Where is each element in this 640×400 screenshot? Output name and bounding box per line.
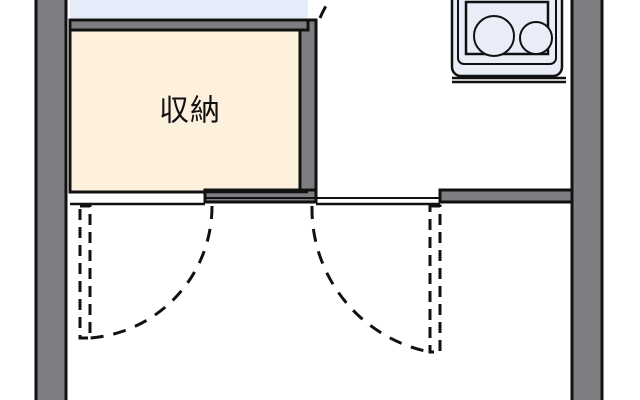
partition-wall-mid-right: [438, 188, 574, 204]
room-main-room: [70, 204, 568, 400]
doors-group: [78, 0, 442, 354]
two-burner-gas-stove: [450, 0, 564, 78]
exterior-wall-right: [570, 0, 604, 400]
room-wet-area: [70, 0, 308, 18]
door-entry-right-swing-arc: [310, 205, 431, 354]
fixtures-group: [450, 0, 564, 78]
stove-burner-1: [473, 15, 515, 57]
door-entry-left-leaf: [78, 204, 92, 340]
door-entry-right-leaf: [428, 204, 442, 354]
hinged-door-left: [78, 204, 214, 340]
hinged-door-kitchen: [318, 0, 332, 19]
room-closet: [68, 26, 310, 194]
door-entry-left-swing-arc: [89, 205, 214, 340]
door-kitchen-top-swing-arc: [318, 0, 332, 19]
stove-burner-2: [519, 21, 553, 55]
room-label-closet: 収納: [159, 94, 221, 129]
partition-wall-closet-right: [298, 18, 318, 200]
wall-lines-group: [70, 76, 566, 206]
exterior-wall-left: [34, 0, 68, 400]
hinged-door-right: [310, 204, 442, 354]
room-labels-group: 収納: [159, 94, 221, 129]
partition-wall-closet-top: [68, 18, 310, 32]
walls-group: [34, 0, 604, 400]
